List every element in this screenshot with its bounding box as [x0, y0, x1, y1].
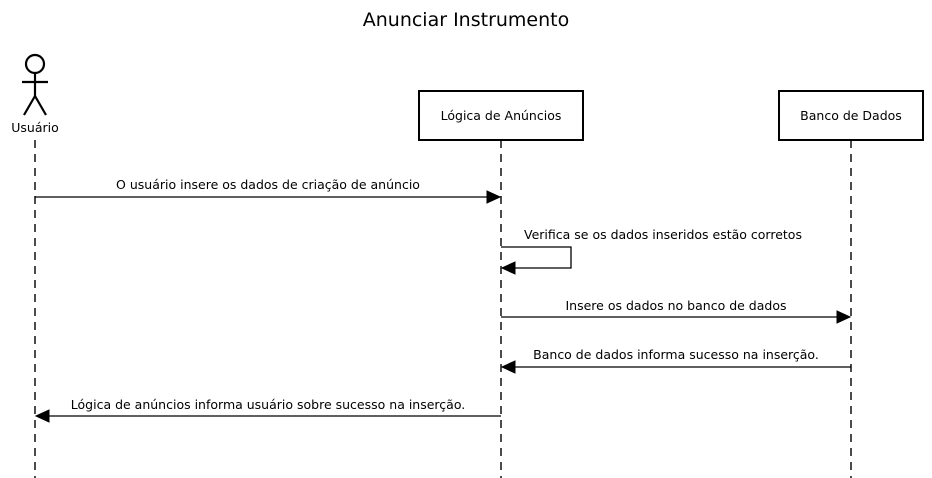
participant-db-box: Banco de Dados: [778, 90, 924, 141]
message-1-label: O usuário insere os dados de criação de …: [116, 177, 420, 192]
arrowhead-right-icon: [486, 190, 502, 204]
message-1: O usuário insere os dados de criação de …: [35, 177, 502, 204]
message-4-label: Banco de dados informa sucesso na inserç…: [533, 347, 819, 362]
diagram-title: Anunciar Instrumento: [363, 9, 570, 31]
arrowhead-left-icon: [500, 360, 516, 374]
message-3-label: Insere os dados no banco de dados: [566, 298, 787, 313]
message-5: Lógica de anúncios informa usuário sobre…: [34, 397, 501, 423]
message-3: Insere os dados no banco de dados: [501, 298, 852, 324]
actor-user-icon: [22, 53, 48, 116]
message-2: Verifica se os dados inseridos estão cor…: [500, 227, 802, 275]
participant-logic-box: Lógica de Anúncios: [418, 90, 584, 141]
arrowhead-left-icon: [500, 261, 516, 275]
arrowhead-right-icon: [836, 310, 852, 324]
message-2-label: Verifica se os dados inseridos estão cor…: [524, 227, 802, 242]
arrowhead-left-icon: [34, 409, 50, 423]
participant-logic-label: Lógica de Anúncios: [441, 108, 562, 123]
participant-db-label: Banco de Dados: [800, 108, 902, 123]
message-5-label: Lógica de anúncios informa usuário sobre…: [71, 397, 465, 412]
actor-user-label: Usuário: [11, 120, 59, 135]
message-4: Banco de dados informa sucesso na inserç…: [500, 347, 851, 374]
